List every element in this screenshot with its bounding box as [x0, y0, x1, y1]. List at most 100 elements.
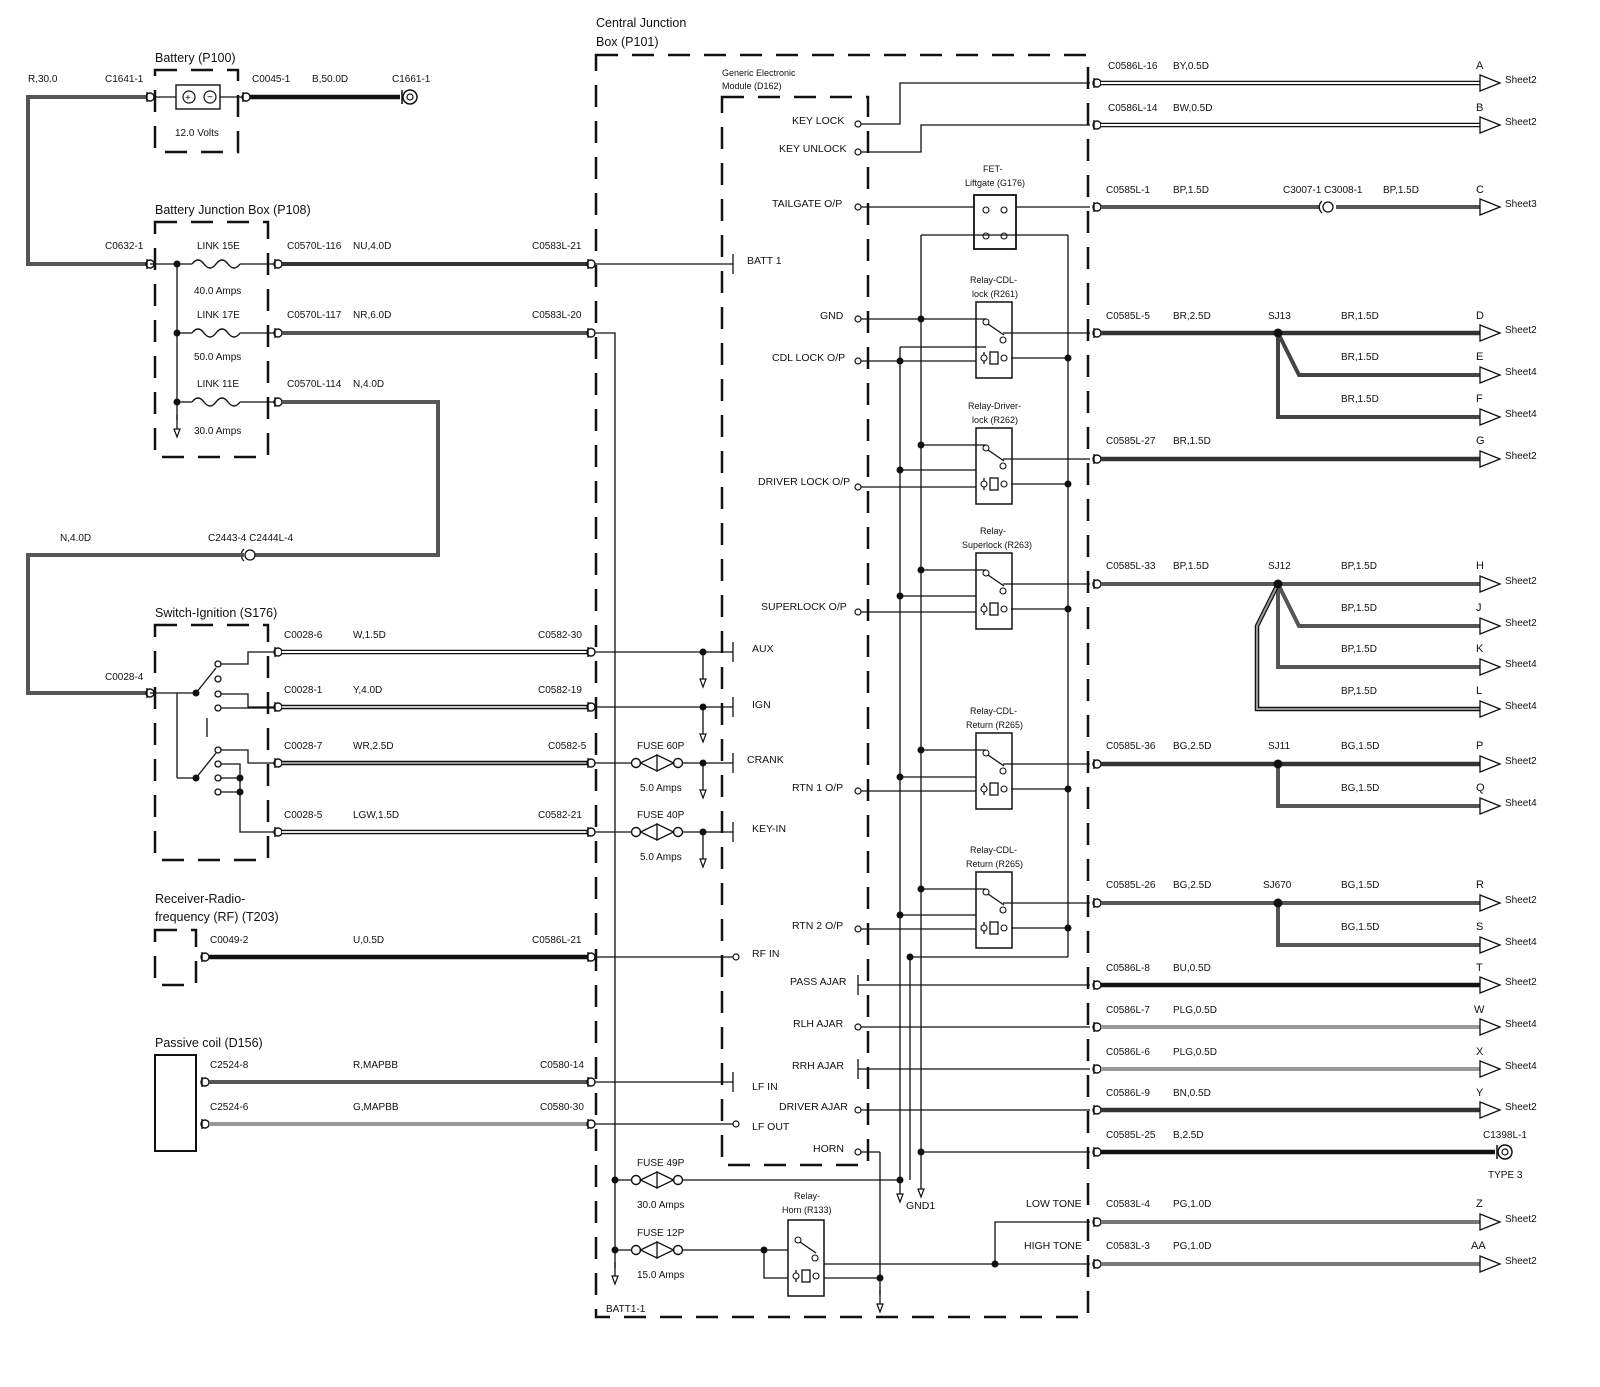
pin-tailgate: TAILGATE O/P	[772, 198, 842, 210]
relay-horn-title-2: Horn (R133)	[782, 1205, 832, 1215]
fet-title-2: Liftgate (G176)	[965, 178, 1025, 188]
conn-c2524-8: C2524-8	[210, 1060, 249, 1071]
wire-gmap: G,MAPBB	[353, 1102, 399, 1113]
sheet-h: Sheet2	[1505, 576, 1537, 587]
wire-nr60: NR,6.0D	[353, 310, 391, 321]
passive-title: Passive coil (D156)	[155, 1036, 263, 1050]
sheet-j: Sheet2	[1505, 618, 1537, 629]
pin-ign: IGN	[752, 699, 771, 711]
relay-r265b-title-2: Return (R265)	[966, 859, 1023, 869]
wire-bp15-c1: BP,1.5D	[1173, 185, 1209, 196]
output-wires	[1101, 80, 1495, 1266]
pin-hightone: HIGH TONE	[1024, 1240, 1082, 1252]
output-r: R	[1476, 879, 1484, 891]
wire-bg15-r: BG,1.5D	[1341, 880, 1379, 891]
sheet-arrow-icons	[1479, 74, 1502, 1273]
output-w: W	[1474, 1004, 1485, 1016]
fuse-40p	[630, 823, 684, 841]
sheet-l: Sheet4	[1505, 701, 1537, 712]
output-aa: AA	[1471, 1240, 1486, 1252]
pin-crank: CRANK	[747, 754, 784, 766]
sheet-b: Sheet2	[1505, 117, 1537, 128]
ignition-switch-box	[153, 623, 270, 862]
ground-ring-c1398-icon	[1496, 1144, 1513, 1160]
output-labels: C0586L-16 BY,0.5D C0586L-14 BW,0.5D C058…	[1106, 61, 1527, 1252]
wire-br15-g: BR,1.5D	[1173, 436, 1211, 447]
wire-bg15-q: BG,1.5D	[1341, 783, 1379, 794]
wire-pg10-z: PG,1.0D	[1173, 1199, 1211, 1210]
gem-title-1: Generic Electronic	[722, 68, 796, 78]
wire-wr25: WR,2.5D	[353, 741, 394, 752]
wire-n40b: N,4.0D	[60, 533, 91, 544]
wire-br15-d: BR,1.5D	[1341, 311, 1379, 322]
conn-c0028-5: C0028-5	[284, 810, 323, 821]
wire-bp15-h2: BP,1.5D	[1341, 561, 1377, 572]
wire-w15: W,1.5D	[353, 630, 386, 641]
wire-u05: U,0.5D	[353, 935, 384, 946]
wire-bw05: BW,0.5D	[1173, 103, 1212, 114]
conn-c0586-7: C0586L-7	[1106, 1005, 1150, 1016]
link-17e	[191, 328, 241, 338]
conn-c0586-8: C0586L-8	[1106, 963, 1150, 974]
conn-c0570-117: C0570L-117	[287, 310, 342, 321]
splice-sj11: SJ11	[1268, 741, 1290, 752]
conn-type3: TYPE 3	[1488, 1170, 1523, 1181]
conn-c0583-4: C0583L-4	[1106, 1199, 1150, 1210]
splice-sj13: SJ13	[1268, 311, 1291, 322]
sheet-a: Sheet2	[1505, 75, 1537, 86]
wire-bp15-k: BP,1.5D	[1341, 644, 1377, 655]
wire-nu40: NU,4.0D	[353, 241, 391, 252]
fuse-49p	[630, 1171, 684, 1189]
conn-c0585-33: C0585L-33	[1106, 561, 1156, 572]
relay-r262-title-2: lock (R262)	[972, 415, 1018, 425]
wire-r30: R,30.0	[28, 74, 58, 85]
conn-c0045: C0045-1	[252, 74, 291, 85]
output-k: K	[1476, 643, 1484, 655]
gem-title-2: Module (D162)	[722, 81, 782, 91]
pin-driverajar: DRIVER AJAR	[779, 1101, 848, 1113]
pin-driverlock: DRIVER LOCK O/P	[758, 476, 850, 488]
relay-r261-title-2: lock (R261)	[972, 289, 1018, 299]
sheet-references: Sheet2 Sheet2 Sheet3 Sheet2 Sheet4 Sheet…	[1505, 75, 1537, 1267]
sheet-s: Sheet4	[1505, 937, 1537, 948]
fuse-60p-label: FUSE 60P	[637, 741, 685, 752]
conn-c1661: C1661-1	[392, 74, 431, 85]
wire-br25: BR,2.5D	[1173, 311, 1211, 322]
link-15e	[191, 259, 241, 269]
conn-c0585-27: C0585L-27	[1106, 436, 1156, 447]
sheet-z: Sheet2	[1505, 1214, 1537, 1225]
ground-ring-icon	[401, 89, 418, 105]
wire-plg05-x: PLG,0.5D	[1173, 1047, 1217, 1058]
conn-c0583-3: C0583L-3	[1106, 1241, 1150, 1252]
pin-aux: AUX	[752, 643, 774, 655]
fuse-49p-amps: 30.0 Amps	[637, 1200, 684, 1211]
conn-c1641: C1641-1	[105, 74, 144, 85]
fuse-49p-label: FUSE 49P	[637, 1158, 685, 1169]
fuse-60p-amps: 5.0 Amps	[640, 783, 682, 794]
passive-coil-box	[154, 1054, 197, 1152]
pin-rtn1: RTN 1 O/P	[792, 782, 843, 794]
rf-title-1: Receiver-Radio-	[155, 892, 245, 906]
relay-r265b-title-1: Relay-CDL-	[970, 845, 1017, 855]
output-j: J	[1476, 602, 1482, 614]
conn-batt1-1: BATT1-1	[606, 1304, 646, 1315]
sheet-c: Sheet3	[1505, 199, 1537, 210]
conn-c0028-7: C0028-7	[284, 741, 323, 752]
sheet-r: Sheet2	[1505, 895, 1537, 906]
bjb-title: Battery Junction Box (P108)	[155, 203, 311, 217]
wire-bn05: BN,0.5D	[1173, 1088, 1211, 1099]
pin-rfin: RF IN	[752, 948, 779, 960]
output-s: S	[1476, 921, 1483, 933]
wire-bg15-p: BG,1.5D	[1341, 741, 1379, 752]
sheet-d: Sheet2	[1505, 325, 1537, 336]
wire-bg25-p: BG,2.5D	[1173, 741, 1211, 752]
gem-right-pins: KEY LOCK KEY UNLOCK TAILGATE O/P GND CDL…	[758, 115, 850, 1155]
output-g: G	[1476, 435, 1485, 447]
wire-b25: B,2.5D	[1173, 1130, 1204, 1141]
conn-c0583-21: C0583L-21	[532, 241, 582, 252]
pin-lowtone: LOW TONE	[1026, 1198, 1082, 1210]
output-a: A	[1476, 60, 1484, 72]
conn-c1398: C1398L-1	[1483, 1130, 1527, 1141]
conn-c0585-1: C0585L-1	[1106, 185, 1150, 196]
